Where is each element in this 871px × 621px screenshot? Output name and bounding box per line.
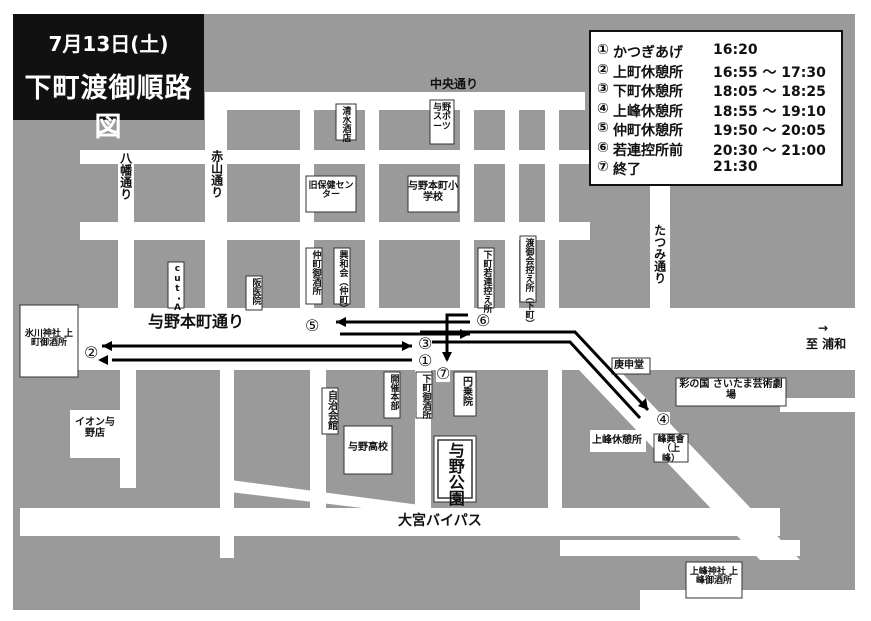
school-box <box>407 175 459 213</box>
schedule-name: 下町休憩所 <box>613 84 683 100</box>
kamimine-rest-box <box>590 430 646 452</box>
nakamachi-box <box>305 247 323 305</box>
place-kaisai-honbu: 開催本部 <box>388 374 399 410</box>
place-kamimine-shrine: 上峰神社 上峰御酒所 <box>689 567 739 587</box>
togyo-box <box>519 235 537 303</box>
place-hikawa-shrine: 氷川神社 上町御酒所 <box>24 329 74 349</box>
shimo-waka-box <box>477 247 495 309</box>
place-aeon: イオン与野店 <box>75 417 115 439</box>
aeon-box <box>70 410 120 458</box>
title-route: 下町渡御順路図 <box>24 73 193 143</box>
marker-2: ② <box>84 343 99 362</box>
schedule-name: 終了 <box>613 162 641 178</box>
yono-park-box <box>433 435 477 503</box>
arts-box <box>675 377 787 407</box>
place-kowakai: 興和会（仲町） <box>337 250 348 313</box>
road-omiya-bypass: 大宮バイパス <box>398 513 482 529</box>
road-akayama: 赤山通り <box>209 150 224 198</box>
marker-7: ⑦ <box>436 364 451 383</box>
schedule-name: 上峰休憩所 <box>613 103 683 120</box>
schedule-time: 18:05 ～ 18:25 <box>713 84 826 100</box>
route-lines <box>102 313 650 420</box>
title-date: 7月13日(土) <box>48 32 169 56</box>
place-togyo-hikae: 渡御会控え所（下町） <box>523 238 534 328</box>
arrow-right-icon: → <box>818 321 829 335</box>
kowakai-box <box>333 247 351 305</box>
schedule-time: 20:30 ～ 21:00 <box>713 142 826 159</box>
schedule-mark: ⑦ <box>597 159 609 175</box>
kyuhoken-box <box>305 175 357 213</box>
place-jichikai: 自治会館 <box>325 390 337 430</box>
marker-1: ① <box>418 351 433 370</box>
place-hanbyoin: 阪医院 <box>250 278 261 305</box>
place-yono-school: 与野本町小学校 <box>408 181 458 203</box>
schedule-mark: ① <box>597 42 609 58</box>
place-cut-a: cut・A <box>172 264 183 313</box>
schedule-name: 仲町休憩所 <box>613 123 683 139</box>
place-shimizu: 清水酒店 <box>340 106 351 142</box>
place-yono-sports: 与野スポーツ <box>432 103 451 132</box>
jichikai-box <box>321 387 339 435</box>
schedule-mark: ⑤ <box>597 120 609 136</box>
schedule-name: 若連控所前 <box>613 142 683 159</box>
place-kyuhoken: 旧保健センター <box>308 181 354 201</box>
marker-5: ⑤ <box>305 316 320 335</box>
place-yono-high: 与野高校 <box>348 442 388 453</box>
schedule-name: かつぎあげ <box>613 45 683 61</box>
to-urawa: 至 浦和 <box>806 337 847 351</box>
marker-4: ④ <box>656 410 671 429</box>
sports-box <box>429 99 455 145</box>
road-yono-honmachi: 与野本町通り <box>148 312 245 331</box>
schedule-name: 上町休憩所 <box>613 64 683 81</box>
minekokai-box <box>653 433 689 463</box>
schedule-time: 18:55 ～ 19:10 <box>713 103 826 120</box>
cuta-box <box>167 261 185 309</box>
route-arrowheads <box>98 317 648 410</box>
place-shimomachi-otabisho: 下町御酒所 <box>420 374 431 419</box>
schedule-mark: ② <box>597 61 609 78</box>
koshindo-box <box>611 357 651 375</box>
place-nakamachi-otabisho: 仲町御酒所 <box>310 250 321 295</box>
road-tatsumi: たつみ通り <box>652 224 667 284</box>
marker-3: ③ <box>418 334 433 353</box>
road-hachiman: 八幡通り <box>118 152 133 200</box>
schedule-time: 16:55 ～ 17:30 <box>713 64 826 81</box>
schedule-mark: ④ <box>597 100 609 117</box>
road-chuo: 中央通り <box>430 77 479 91</box>
schedule-mark: ③ <box>597 81 609 97</box>
marker-6: ⑥ <box>476 311 491 330</box>
enjoin-box <box>453 371 477 417</box>
shimo-otabisho-box <box>415 371 433 419</box>
hanbyoin-box <box>245 275 263 311</box>
place-yono-park: 与野公園 <box>445 442 465 506</box>
place-saitama-arts: 彩の国 さいたま芸術劇場 <box>679 379 783 401</box>
place-minekokai: 峰興會（上峰） <box>657 435 685 464</box>
schedule-mark: ⑥ <box>597 139 609 156</box>
yono-park-inner <box>437 439 473 499</box>
kamimine-shrine-box <box>685 561 743 599</box>
schedule-time: 21:30 <box>713 159 758 175</box>
shimizu-box <box>335 103 357 141</box>
title-box: 7月13日(土) 下町渡御順路図 <box>13 14 204 143</box>
kaisai-box <box>383 371 401 419</box>
place-koshindo: 庚申堂 <box>614 360 644 371</box>
place-shimomachi-waka: 下町若連控え所 <box>481 250 492 313</box>
schedule-time: 19:50 ～ 20:05 <box>713 123 826 139</box>
schedule-time: 16:20 <box>713 42 758 58</box>
place-kamimine-rest: 上峰休憩所 <box>592 435 642 446</box>
hikawa-shrine-box <box>19 304 79 378</box>
yono-high-box <box>343 425 393 475</box>
place-enjoin: 円乗院 <box>460 376 472 406</box>
